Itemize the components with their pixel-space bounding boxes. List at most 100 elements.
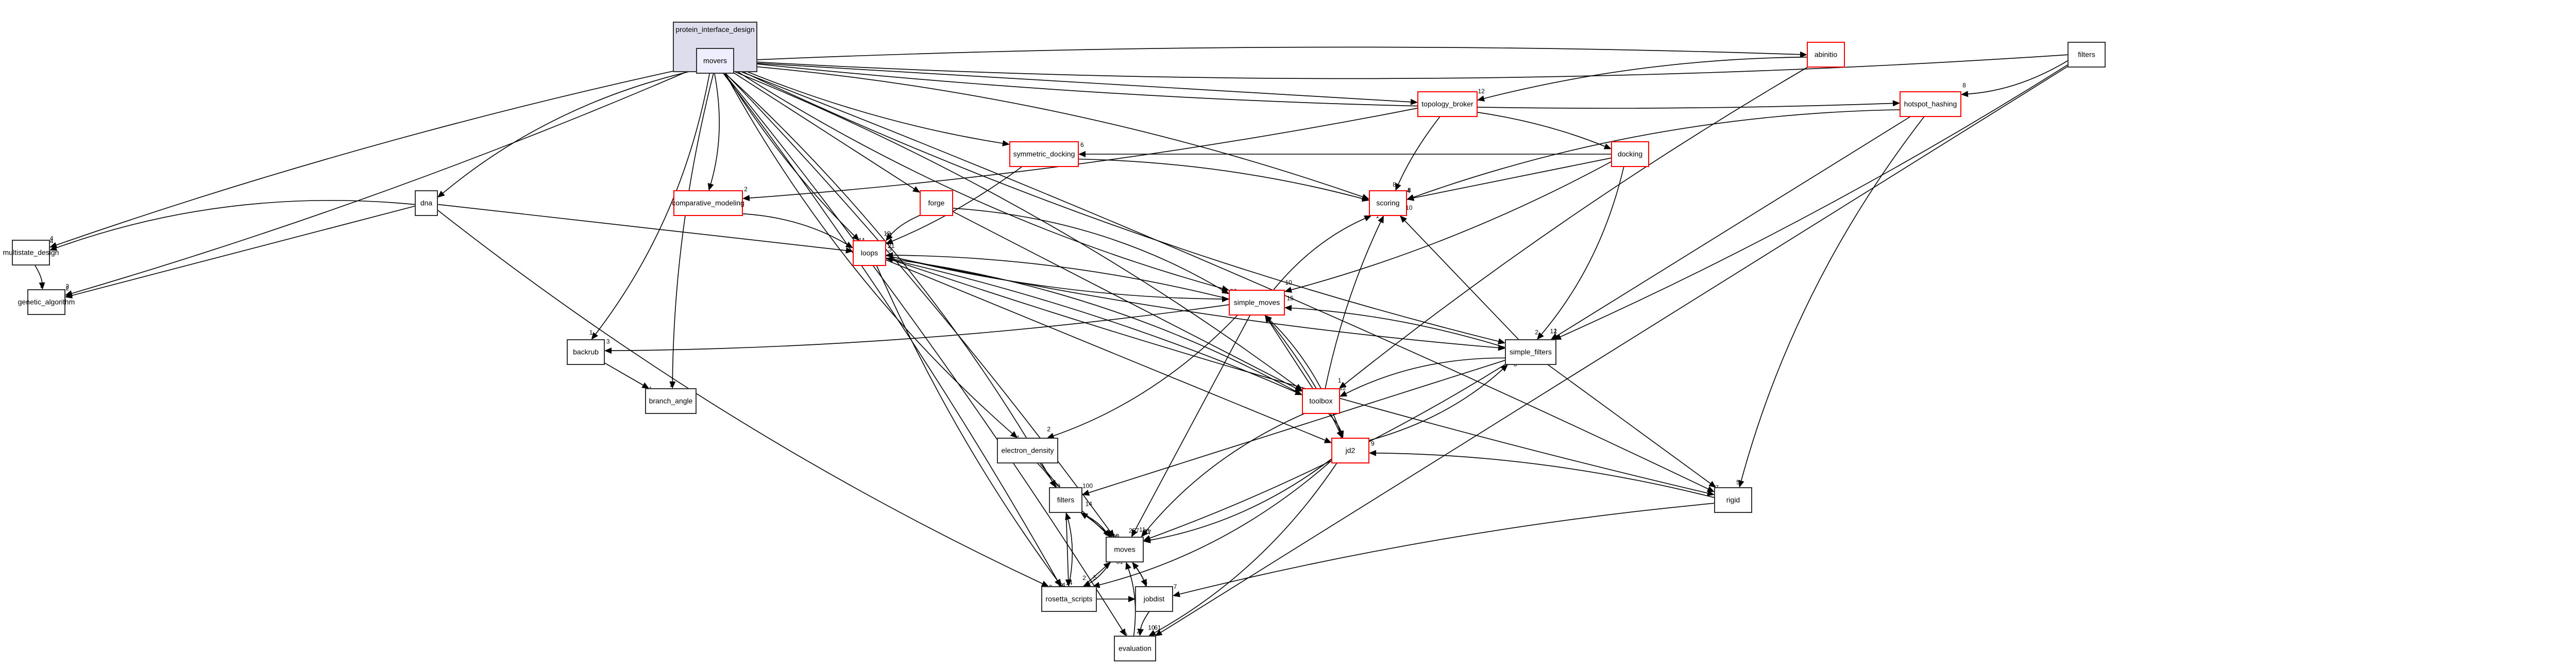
node-box[interactable] [1417,91,1478,117]
edge-count-label[interactable]: 100 [1082,483,1093,490]
edge-count-label[interactable]: 11 [1139,526,1146,534]
edge-count-label[interactable]: 10 [1148,624,1155,631]
edge-count-label[interactable]: 3 [888,245,892,253]
edge-count-label[interactable]: 5 [1736,478,1740,486]
node-electron-density[interactable]: electron_density [997,438,1058,463]
edge-count-label[interactable]: 2 [1137,628,1140,635]
node-genetic-algorithm[interactable]: genetic_algorithm [18,289,75,315]
node-topology-broker[interactable]: topology_broker [1417,91,1478,117]
node-simple-filters[interactable]: simple_filters [1505,339,1556,365]
node-rosetta-scripts[interactable]: rosetta_scripts [1041,586,1097,612]
edge-count-label[interactable]: 4 [50,235,54,242]
node-box[interactable] [1369,190,1407,216]
edge-count-label[interactable]: 4 [1407,187,1411,194]
edge-count-label[interactable]: 61 [1144,528,1151,535]
edge-count-label[interactable]: 257 [1129,527,1139,534]
node-box[interactable] [2067,42,2106,68]
node-simple-moves[interactable]: simple_moves [1229,290,1285,316]
node-box[interactable] [673,190,743,216]
node-backrub[interactable]: backrub [567,339,605,365]
node-box[interactable] [920,190,953,216]
edge-count-label[interactable]: 1 [1554,327,1557,335]
node-box[interactable] [1106,537,1144,562]
edge-count-label[interactable]: 7 [1174,583,1177,590]
edge-count-label[interactable]: 14 [1086,501,1093,508]
node-box[interactable] [1135,586,1173,612]
edge-count-label[interactable]: 5 [1093,574,1097,581]
node-docking[interactable]: docking [1611,141,1649,167]
edge-count-label[interactable]: 21 [888,242,895,250]
node-box[interactable] [1049,487,1082,513]
edge-count-label[interactable]: 2 [65,283,69,290]
edge-count-label[interactable]: 2 [1047,426,1050,433]
edge-count-label[interactable]: 1 [1376,212,1379,220]
node-box[interactable] [1302,388,1340,414]
node-hotspot-hashing[interactable]: hotspot_hashing [1900,91,1961,117]
node-branch-angle[interactable]: branch_angle [645,388,697,414]
edge-count-label[interactable]: 9 [1124,631,1127,638]
edge-count-label[interactable]: 12 [1340,385,1347,392]
node-filters[interactable]: filters [1049,487,1082,513]
edge-count-label[interactable]: 2 [1535,329,1538,336]
edge-count-label[interactable]: 2 [1054,483,1057,490]
edge-count-label[interactable]: 1 [669,381,673,388]
edge-count-label[interactable]: 2 [1144,581,1148,588]
edge-count-label[interactable]: 12 [1550,328,1557,335]
node-moves[interactable]: moves [1106,537,1144,562]
node-box[interactable] [415,190,438,216]
edge-count-label[interactable]: 1 [589,329,593,336]
node-box[interactable] [1009,141,1079,167]
edge-count-label[interactable]: 31 [886,231,893,239]
edge-count-label[interactable]: 19 [884,230,891,237]
node-box[interactable] [567,339,605,365]
node-box[interactable] [1114,636,1156,661]
node-box[interactable] [1807,42,1845,68]
node-comparative-modeling[interactable]: comparative_modeling [672,190,744,216]
edge-count-label[interactable]: 9 [1371,440,1375,447]
node-box[interactable] [1900,91,1961,117]
node-box[interactable] [12,240,50,265]
node-dna[interactable]: dna [415,190,438,216]
edge-count-label[interactable]: 8 [1408,187,1411,194]
node-loops[interactable]: loops [853,240,886,266]
node-evaluation[interactable]: evaluation [1114,636,1156,661]
edge-count-label[interactable]: 3 [606,338,610,345]
edge-count-label[interactable]: 10 [1285,279,1292,286]
node-box[interactable] [27,289,65,315]
node-box[interactable] [1611,141,1649,167]
edge-count-label[interactable]: 4 [50,238,54,245]
node-jd2[interactable]: jd2 [1331,438,1369,463]
node-scoring[interactable]: scoring [1369,190,1407,216]
node-filters-top[interactable]: filters [2067,42,2106,68]
edge-count-label[interactable]: 8 [1962,81,1966,89]
edge-count-label[interactable]: 10 [1405,204,1413,211]
edge-count-label[interactable]: 27 [1144,528,1151,536]
edge-count-label[interactable]: 7 [40,283,43,290]
edge-count-label[interactable]: 2 [1082,574,1086,582]
node-jobdist[interactable]: jobdist [1135,586,1173,612]
node-abinitio[interactable]: abinitio [1807,42,1845,68]
edge-count-label[interactable]: 6 [1080,141,1084,148]
node-box[interactable] [1331,438,1369,463]
node-box[interactable] [696,48,734,74]
edge-count-label[interactable]: 2 [66,285,70,292]
node-box[interactable] [1505,339,1556,365]
node-box[interactable] [853,240,886,266]
edge-count-label[interactable]: 3 [1060,582,1063,589]
edge-count-label[interactable]: 2 [744,186,748,193]
node-box[interactable] [997,438,1058,463]
node-movers[interactable]: movers [696,48,734,74]
edge-count-label[interactable]: 14 [1065,579,1073,586]
node-box[interactable] [1041,586,1097,612]
node-forge[interactable]: forge [920,190,953,216]
node-multistate-design[interactable]: multistate_design [3,240,59,265]
node-toolbox[interactable]: toolbox [1302,388,1340,414]
edge-count-label[interactable]: 9 [1340,433,1344,440]
edge-count-label[interactable]: 15 [1287,295,1294,302]
node-box[interactable] [1714,487,1752,513]
node-box[interactable] [645,388,697,414]
edge-count-label[interactable]: 61 [1154,624,1161,632]
edge-count-label[interactable]: 1 [1338,377,1342,384]
node-box[interactable] [1229,290,1285,316]
edge-count-label[interactable]: 8 [1393,181,1396,188]
